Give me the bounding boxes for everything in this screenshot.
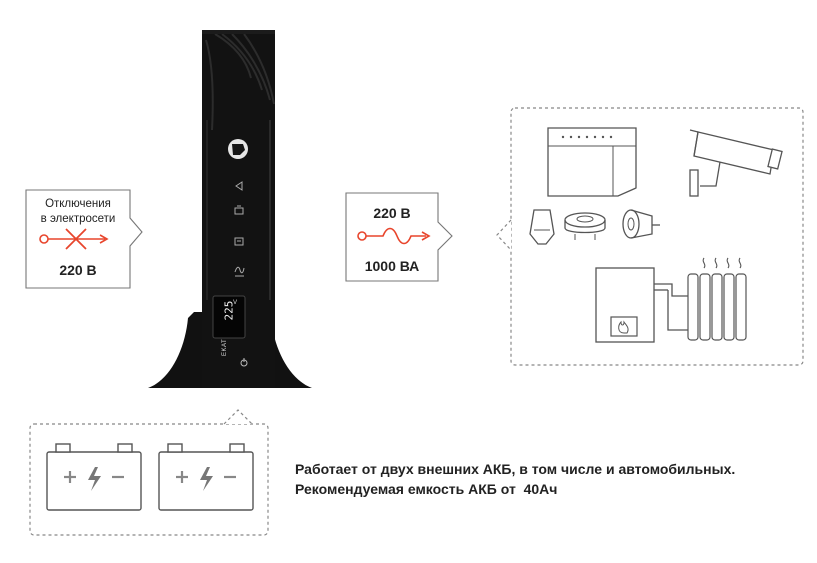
gas-boiler-icon <box>595 267 688 343</box>
output-power: 1000 ВА <box>364 258 420 274</box>
sine-wave-icon <box>357 227 431 245</box>
radiator-icon <box>687 257 747 341</box>
power-button-icon <box>240 358 248 367</box>
output-wave-icon <box>234 266 245 277</box>
battery-icon <box>158 443 254 511</box>
battery-mode-icon <box>234 205 244 215</box>
lcd-unit: V <box>233 299 238 306</box>
lcd-display <box>212 295 246 339</box>
alarm-panel-icon <box>547 127 637 197</box>
lcd-readout: 225 V <box>215 299 241 334</box>
output-voltage: 220 В <box>373 205 411 221</box>
battery-icon <box>46 443 142 511</box>
description-line-1: Работает от двух внешних АКБ, в том числ… <box>295 461 736 477</box>
input-caption: Отключения в электросети <box>26 197 130 227</box>
siren-icon <box>622 209 660 239</box>
power-outage-icon <box>39 228 109 250</box>
input-voltage: 220 В <box>59 262 97 278</box>
security-camera-icon <box>689 129 783 197</box>
input-caption-text: Отключения в электросети <box>40 198 116 225</box>
brand-label: EKAT <box>222 338 228 356</box>
battery-panel <box>29 409 269 536</box>
input-indicator-icon <box>235 181 243 191</box>
description-line-2: Рекомендуемая емкость АКБ от 40Ач <box>295 481 558 497</box>
logo-icon <box>228 139 248 159</box>
output-callout <box>345 192 453 282</box>
motion-sensor-icon <box>529 209 555 245</box>
battery-status-icon <box>234 237 244 246</box>
smoke-detector-icon <box>564 212 606 240</box>
loads-panel <box>496 107 804 366</box>
